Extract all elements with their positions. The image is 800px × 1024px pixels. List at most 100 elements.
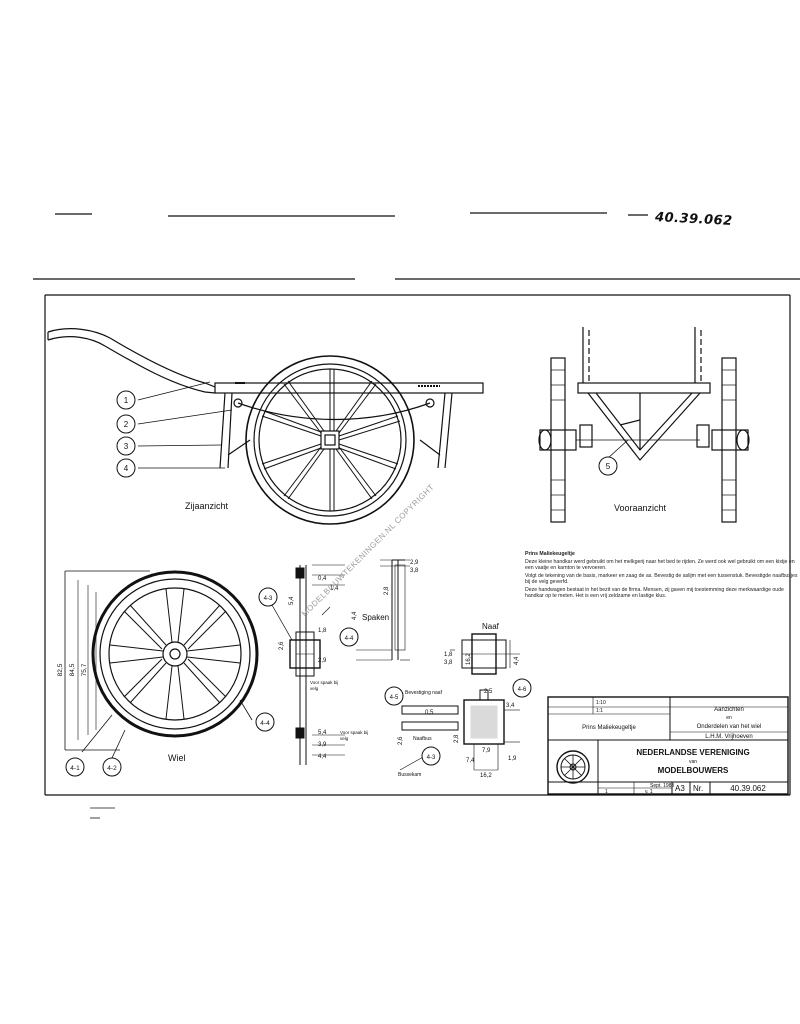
dim-detail-4: 7,9 xyxy=(482,748,491,754)
notes-paragraph-2: Volgt de tekening van de basis, markeer … xyxy=(525,573,798,585)
callout-1: 1 xyxy=(124,396,129,405)
dim-hub-3: 16,2 xyxy=(466,653,472,665)
callout-4-3-axle: 4-3 xyxy=(264,596,273,602)
detail-label-3: Bussekam xyxy=(398,772,421,778)
axle-detail-labels: 4-3 4-4 0,4 1,4 5,4 2,6 1,8 2,9 5,4 3,9 … xyxy=(264,576,354,760)
front-bed xyxy=(577,382,711,394)
dim-wheel-1: 82,5 xyxy=(57,663,64,676)
org-line-1: NEDERLANDSE VERENIGING xyxy=(636,748,749,757)
dim-axle-3: 5,4 xyxy=(289,596,295,605)
spoke-detail xyxy=(321,559,410,661)
dim-axle-4: 2,6 xyxy=(279,641,285,650)
axle-note-2: velg xyxy=(310,686,319,691)
side-view-label: Zijaanzicht xyxy=(185,501,229,511)
side-view xyxy=(47,328,484,525)
dim-axle-6: 2,9 xyxy=(318,658,327,664)
spoke-detail-labels: 2,9 3,8 4,4 2,8 Spaken xyxy=(352,560,419,622)
dim-wheel-3: 75,7 xyxy=(81,663,88,676)
dim-detail-3: 1,9 xyxy=(508,756,517,762)
callout-4-4-axle: 4-4 xyxy=(345,636,354,642)
wheel-view xyxy=(64,570,275,777)
title-block xyxy=(547,696,789,795)
hub-detail xyxy=(450,633,520,675)
front-view xyxy=(538,327,750,523)
author: L.H.M. Vrijhoeven xyxy=(705,734,752,740)
callout-5: 5 xyxy=(606,462,611,471)
sheet-number: 1 xyxy=(605,789,608,795)
callout-3: 3 xyxy=(124,442,129,451)
dim-bottom-2: 3,9 xyxy=(318,742,327,748)
callout-4: 4 xyxy=(124,464,129,473)
wheel-label: Wiel xyxy=(168,753,186,763)
side-wheel-outer xyxy=(245,355,415,525)
callout-4-4-wheel: 4-4 xyxy=(260,720,270,727)
dim-hub-4: 4,4 xyxy=(514,656,520,665)
dim-axle-2: 1,4 xyxy=(330,586,339,592)
dim-axle-1: 0,4 xyxy=(318,576,327,582)
wheel-rim-outer xyxy=(91,570,259,738)
dim-wheel-2: 84,5 xyxy=(69,663,76,676)
model-name: Prins Maliekeugeltje xyxy=(582,725,636,731)
front-left-wheel xyxy=(550,357,566,523)
dim-spoke-1: 2,9 xyxy=(410,560,419,566)
axle-note: Voor spaak bij xyxy=(310,680,338,685)
title-main: Aanzichten xyxy=(714,707,744,713)
dim-detail-2: 3,4 xyxy=(506,703,515,709)
org-line-3: MODELBOUWERS xyxy=(658,766,729,775)
title-en: en xyxy=(726,715,732,721)
dim-bottom-3: 4,4 xyxy=(318,754,327,760)
nr-label: Nr. xyxy=(693,784,703,793)
spoke-note-2: velg xyxy=(340,736,349,741)
dim-detail-5: 7,4 xyxy=(466,758,475,764)
notes-heading: Prins Maliekeugeltje xyxy=(525,551,575,557)
callout-4-3: 4-3 xyxy=(427,755,436,761)
dim-detail-9: 2,8 xyxy=(454,734,460,743)
front-right-wheel xyxy=(721,357,737,523)
title-sub: Onderdelen van het wiel xyxy=(697,724,762,730)
notes-paragraph-3: Deze handwagen bestaat in het bezit van … xyxy=(525,587,784,599)
callout-4-2: 4-2 xyxy=(107,765,117,772)
callout-4-1: 4-1 xyxy=(70,765,80,772)
detail-label-1: Bevestiging naaf xyxy=(405,690,443,696)
cart-handle xyxy=(47,328,216,388)
notes-paragraph-1: Deze kleine handkar werd gebruikt om het… xyxy=(525,559,795,571)
cart-bed xyxy=(214,382,484,394)
dim-hub-1: 1,8 xyxy=(444,652,453,658)
scale-1: 1:10 xyxy=(596,700,606,706)
scale-2: 1:1 xyxy=(596,708,603,714)
drawing-frame xyxy=(44,294,791,819)
front-view-label: Vooraanzicht xyxy=(614,503,667,513)
wheel-view-labels: 82,5 84,5 75,7 4-1 4-2 4-4 Wiel xyxy=(57,663,270,772)
axle-detail xyxy=(258,564,359,765)
dim-bottom-1: 5,4 xyxy=(318,730,327,736)
callout-2: 2 xyxy=(124,420,129,429)
spokes-label: Spaken xyxy=(362,613,389,622)
spoke-note: Voor spaak bij xyxy=(340,730,368,735)
dim-detail-1: 2,5 xyxy=(484,689,493,695)
date: Sept. 1983 xyxy=(650,783,674,789)
dim-detail-7: 0,5 xyxy=(425,710,434,716)
format: A3 xyxy=(675,784,685,793)
hub-label: Naaf xyxy=(482,622,500,631)
drawing-notes: Prins Maliekeugeltje Deze kleine handkar… xyxy=(525,551,800,601)
org-line-2: van xyxy=(689,759,697,765)
dim-spoke-2: 3,8 xyxy=(410,568,419,574)
sheet-of: v. 1 xyxy=(645,789,653,795)
side-wheel-spokes xyxy=(261,369,401,511)
side-view-labels: 1 2 3 4 Zijaanzicht xyxy=(124,396,229,511)
title-block-text: 1:10 1:1 Prins Maliekeugeltje Aanzichten… xyxy=(582,700,766,795)
front-view-labels: 5 Vooraanzicht xyxy=(606,462,667,513)
detail-label-2: Naafbus xyxy=(413,736,432,742)
hub-assembly-labels: 4-5 4-3 4-6 Bevestiging naaf Naafbus Bus… xyxy=(340,687,527,779)
wheel-spokes xyxy=(109,588,241,720)
dim-spoke-4: 2,8 xyxy=(384,586,390,595)
org-emblem-icon xyxy=(556,750,590,784)
callout-4-5: 4-5 xyxy=(390,695,399,701)
dim-detail-6: 16,2 xyxy=(480,773,492,779)
hub-detail-labels: Naaf 1,8 3,8 16,2 4,4 xyxy=(444,622,520,666)
top-border-fragments xyxy=(33,212,800,280)
dim-spoke-3: 4,4 xyxy=(352,611,358,620)
dim-detail-8: 2,6 xyxy=(398,736,404,745)
dim-hub-2: 3,8 xyxy=(444,660,453,666)
